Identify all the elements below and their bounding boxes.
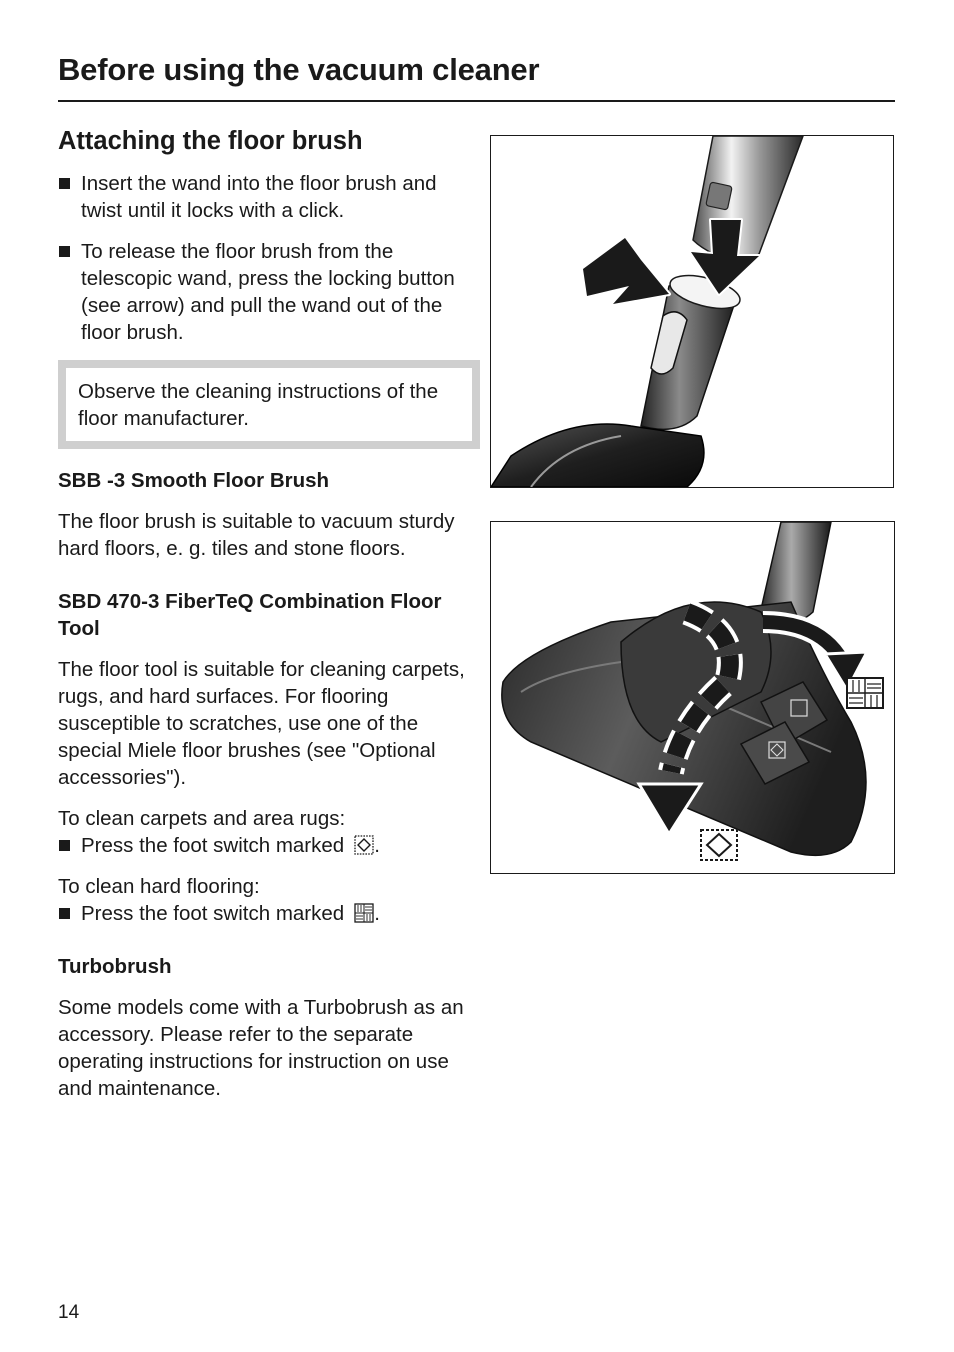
page-header: Before using the vacuum cleaner (58, 50, 895, 102)
carpet-intro: To clean carpets and area rugs: (58, 807, 346, 830)
carpet-step-text: Press the foot switch marked (81, 834, 345, 857)
note-box: Observe the cleaning instructions of the… (58, 360, 480, 449)
turbobrush-description: Some models come with a Turbobrush as an… (58, 996, 464, 1100)
hard-step-text: Press the foot switch marked (81, 902, 345, 925)
hard-floor-instruction: To clean hard flooring: Press the foot s… (58, 873, 468, 927)
combination-floor-tool-illustration (490, 521, 895, 874)
carpet-bullet: Press the foot switch marked . (58, 832, 468, 859)
bullet-square-icon (59, 908, 70, 919)
hard-floor-symbol-icon (354, 903, 374, 923)
page-title: Before using the vacuum cleaner (58, 52, 540, 87)
page-number: 14 (58, 1302, 80, 1323)
note-text: Observe the cleaning instructions of the… (78, 380, 439, 430)
sbb-description: The floor brush is suitable to vacuum st… (58, 510, 455, 560)
turbobrush-heading: Turbobrush (58, 955, 172, 978)
sbb-heading: SBB -3 Smooth Floor Brush (58, 469, 330, 492)
carpet-instruction: To clean carpets and area rugs: Press th… (58, 805, 468, 859)
wand-illustration (491, 136, 804, 487)
sbd-description: The floor tool is suitable for cleaning … (58, 658, 465, 789)
bullet-square-icon (59, 178, 70, 189)
carpet-symbol-icon (354, 835, 374, 855)
hard-bullet: Press the foot switch marked . (58, 900, 468, 927)
instruction-bullet: Insert the wand into the floor brush and… (58, 170, 468, 224)
bullet-square-icon (59, 840, 70, 851)
bullet-square-icon (59, 246, 70, 257)
hard-floor-symbol-icon (846, 677, 884, 709)
hard-step-period: . (374, 902, 380, 925)
floor-brush-attach-illustration (490, 135, 894, 488)
sbd-heading: SBD 470-3 FiberTeQ Combination Floor Too… (58, 590, 442, 640)
hard-intro: To clean hard flooring: (58, 875, 260, 898)
bullet-text: To release the floor brush from the tele… (81, 240, 455, 344)
section-title: Attaching the floor brush (58, 127, 363, 155)
instruction-bullet: To release the floor brush from the tele… (58, 238, 468, 346)
bullet-text: Insert the wand into the floor brush and… (81, 172, 437, 222)
floor-tool-illustration (501, 522, 884, 861)
carpet-symbol-icon (700, 829, 738, 861)
carpet-step-period: . (374, 834, 380, 857)
text-column: Attaching the floor brush Insert the wan… (58, 124, 480, 1116)
